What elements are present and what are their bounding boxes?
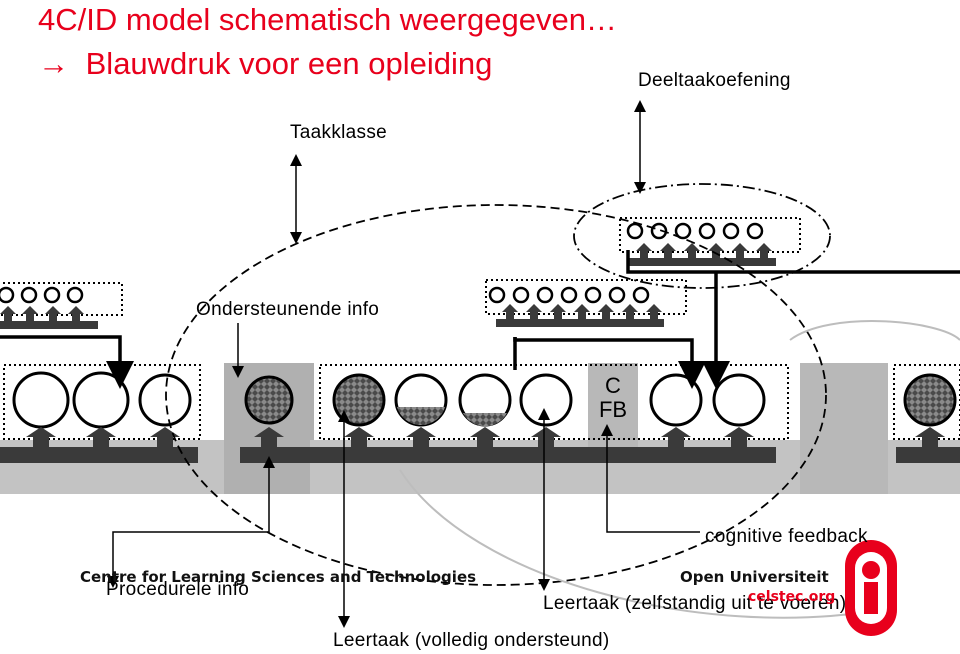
cfb-label: C FB (588, 374, 638, 422)
practice-connectors (0, 250, 960, 389)
ondersteunende-info-label: Ondersteunende info (196, 299, 380, 320)
partial-support-fills (397, 407, 507, 427)
part-task-ellipse (573, 183, 831, 289)
up-arrows (26, 427, 945, 447)
cognitive-feedback-label: cognitive feedback (705, 526, 868, 547)
part-task-circles (0, 222, 764, 304)
title-line-1: 4C/ID model schematisch weergegeven… (38, 2, 617, 37)
pointer-lines (107, 100, 700, 628)
taakklasse-label: Taakklasse (290, 122, 387, 143)
celstec-url: celstec.org (748, 589, 836, 605)
task-class-ellipse (165, 204, 827, 586)
fb-label: FB (598, 397, 628, 422)
decorative-curves (399, 320, 960, 619)
ou-logo-text: Open Universiteit (680, 568, 829, 586)
procedurele-info-label: Procedurele info (106, 579, 250, 600)
ou-logo-icon (845, 540, 897, 636)
c-label: C (605, 373, 621, 398)
title-line-2: → Blauwdruk voor een opleiding (38, 46, 493, 81)
celstec-logo-text: Centre for Learning Sciences and Technol… (80, 568, 477, 586)
part-task-up-arrows (0, 243, 772, 321)
leertaak-volledig-label: Leertaak (volledig ondersteund) (333, 630, 610, 651)
leertaak-zelfstandig-label: Leertaak (zelfstandig uit te voeren) (543, 593, 847, 614)
deeltaakoefening-label: Deeltaakoefening (638, 70, 791, 91)
part-task-practice (0, 217, 801, 329)
arrow-right-icon: → (38, 46, 69, 81)
